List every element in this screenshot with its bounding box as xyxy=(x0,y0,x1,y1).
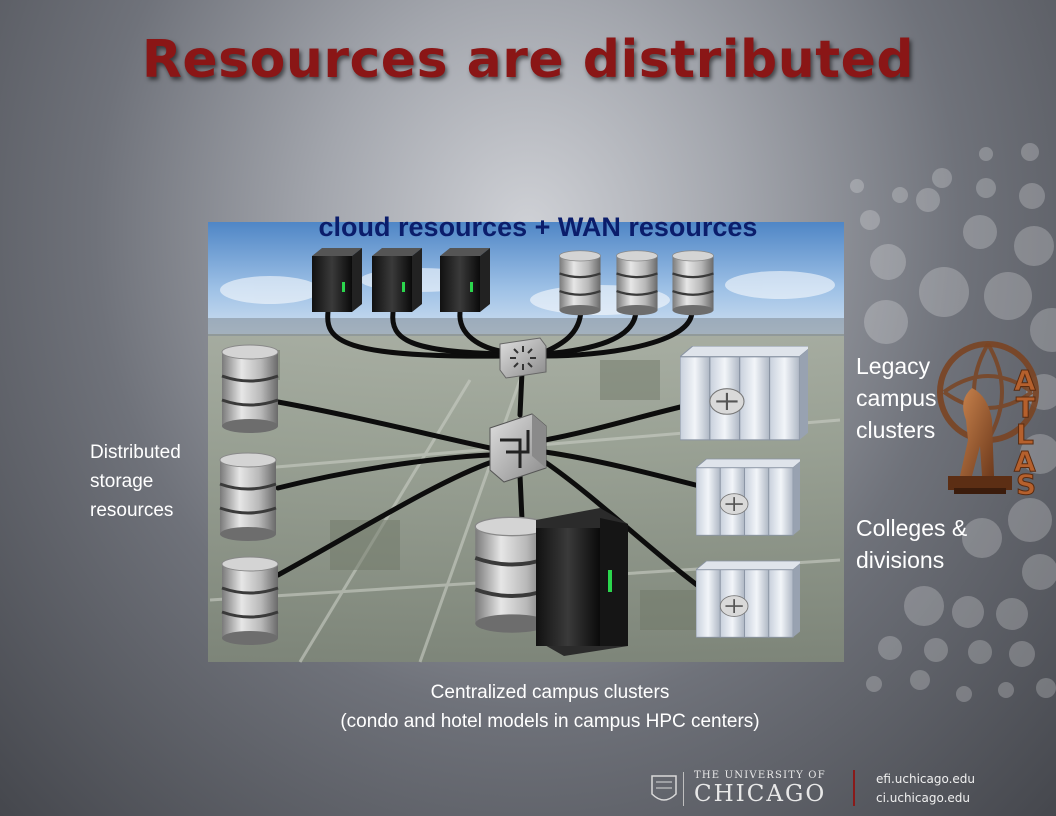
atlas-letter-t: T xyxy=(1016,391,1035,424)
college-rack-group-1 xyxy=(696,458,800,537)
slide-title: Resources are distributed xyxy=(141,30,915,90)
campus-router-icon xyxy=(489,413,547,483)
cloud-server-1 xyxy=(312,248,362,312)
legacy-clusters xyxy=(680,346,808,441)
distributed-storage xyxy=(218,344,280,646)
cloud-storage-3 xyxy=(671,250,715,316)
cloud-storage-1 xyxy=(558,250,602,316)
atlas-letter-a1: A xyxy=(1014,364,1036,397)
wan-switch-icon xyxy=(499,337,547,379)
decorative-circles xyxy=(850,143,1056,702)
university-line2: CHICAGO xyxy=(694,781,827,807)
college-rack-group-2 xyxy=(696,560,800,639)
cloud-storage xyxy=(558,250,715,316)
uchicago-wordmark: THE UNIVERSITY OF CHICAGO xyxy=(648,768,828,808)
central-cluster xyxy=(473,508,628,656)
cloud-server-2 xyxy=(372,248,422,312)
legacy-rack-group xyxy=(680,346,808,441)
atlas-letters: A T L A S xyxy=(1014,364,1037,502)
uchicago-shield-icon xyxy=(651,772,684,806)
cloud-resources-label: cloud resources + WAN resources xyxy=(318,212,758,242)
url-efi[interactable]: efi.uchicago.edu xyxy=(876,772,976,786)
storage-cylinder-1 xyxy=(220,344,280,434)
cloud-server-3 xyxy=(440,248,490,312)
atlas-letter-s: S xyxy=(1016,468,1036,501)
footer-divider xyxy=(853,770,855,806)
atlas-letter-l: L xyxy=(1016,418,1034,451)
colleges-divisions-label: Colleges & divisions xyxy=(856,515,968,573)
distributed-storage-label: Distributed storage resources xyxy=(90,442,181,521)
university-line1: THE UNIVERSITY OF xyxy=(694,770,826,781)
atlas-logo xyxy=(937,341,1039,494)
cloud-servers xyxy=(312,248,490,312)
atlas-letter-a2: A xyxy=(1014,445,1036,478)
url-ci[interactable]: ci.uchicago.edu xyxy=(876,791,971,805)
centralized-clusters-label: Centralized campus clusters (condo and h… xyxy=(340,682,760,732)
legacy-clusters-label: Legacy campus clusters xyxy=(856,353,937,443)
storage-cylinder-2 xyxy=(218,452,278,542)
cloud-storage-2 xyxy=(615,250,659,316)
footer-urls: efi.uchicago.edu ci.uchicago.edu xyxy=(876,770,975,808)
storage-cylinder-3 xyxy=(220,556,280,646)
